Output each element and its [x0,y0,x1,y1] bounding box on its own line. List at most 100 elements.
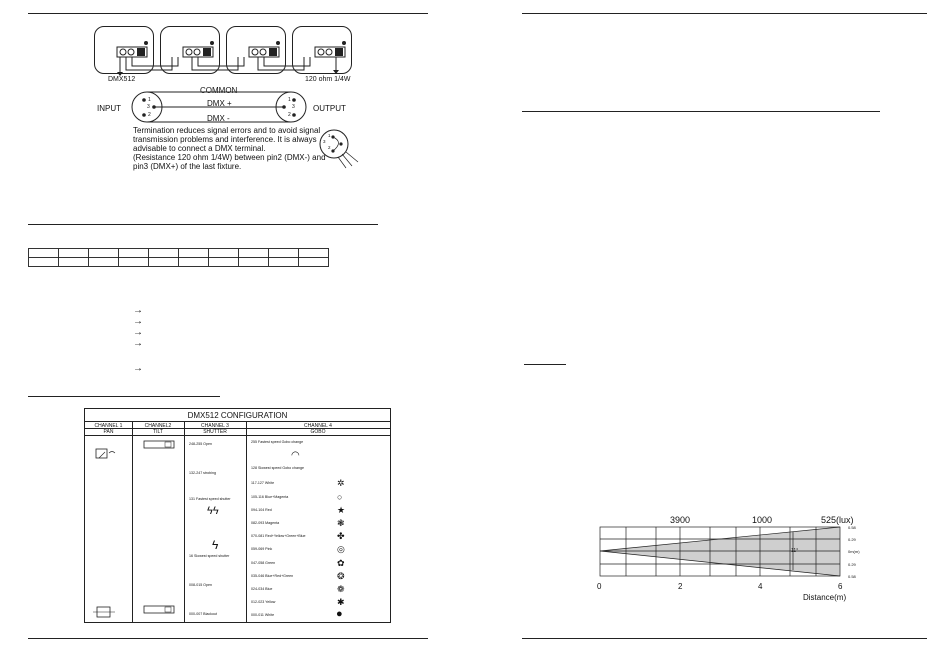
slow-strobe-icon: ϟ [212,538,219,552]
output-pin-2: 2 [288,112,291,118]
right-tick-5: 0.58 [848,574,856,579]
gobo-white: 117-127 White [251,481,275,485]
tilt-header: TILT [153,429,163,435]
termination-note: Termination reduces signal errors and to… [133,126,326,171]
right-section-rule [522,111,880,112]
x-tick-0: 0 [597,582,602,591]
shutter-header: SHUTTER [203,429,227,435]
gobo-blue: 024-034 Blue [251,587,273,591]
right-tick-2: 0.29 [848,537,856,542]
lux-label-2: 1000 [752,515,773,525]
common-label: COMMON [200,86,238,95]
beam-angle-label: 11° [791,548,799,554]
gobo-target-icon: ◎ [337,544,345,554]
output-pin-1: 1 [288,97,291,103]
column-divider [184,421,185,622]
right-tick-1: 0.58 [848,525,856,530]
right-tick-4: 0.29 [848,562,856,567]
right-tick-3: 0m(m) [848,549,860,554]
header-rule [85,428,390,429]
gobo-flower-icon: ❃ [337,518,345,528]
pan-header: PAN [103,429,114,435]
column-divider [246,421,247,622]
xlr-wiring-diagram [131,91,307,123]
beam-spread-diagram [599,526,841,577]
terminator-plug-icon [319,129,359,169]
x-tick-2: 2 [678,582,683,591]
input-pin-2: 2 [148,112,151,118]
arrow-icon: → [133,363,143,374]
shutter-fastest: 131 Fastest speed shutter [189,497,231,501]
gobo-petals-icon: ✿ [337,558,345,568]
output-label: OUTPUT [313,104,346,113]
right-bottom-rule [522,638,927,639]
term-pin-1: 1 [328,133,331,138]
x-tick-6: 6 [838,582,843,591]
dmx-configuration-table: DMX512 CONFIGURATION CHANNEL 1 CHANNEL2 … [84,408,391,623]
input-pin-3: 3 [147,104,150,110]
gobo-white-icon: ✲ [337,478,345,488]
pan-icon [95,448,116,459]
gobo-burst-icon: ✱ [337,597,345,607]
channel-2-header: CHANNEL2 [144,423,172,429]
dmx-plus-label: DMX + [207,99,232,108]
pan-icon-bottom [93,606,115,618]
lux-label-3: 525(lux) [821,515,854,525]
note-line-5: pin3 (DMX+) of the last fixture. [133,162,242,171]
distance-label: Distance(m) [803,593,847,602]
channel-table [28,248,329,267]
gobo-slowest-change: 128 Slowest speed Gobo change [251,466,304,470]
channel-3-header: CHANNEL 3 [201,423,229,429]
channel-4-header: CHANNEL 4 [304,423,332,429]
gobo-blue-magenta: 105-116 Blue+Magenta [251,495,289,499]
output-pin-3: 3 [292,104,295,110]
gobo-red: 094-104 Red [251,508,272,512]
rotation-icon: ◠ [291,450,300,461]
section-rule-2 [28,396,220,397]
terminator-label: 120 ohm 1/4W [305,76,351,83]
arrow-icon: → [133,338,143,349]
tilt-icon [143,440,175,449]
left-bottom-rule [28,638,428,639]
arrow-icon: → [133,327,143,338]
config-title: DMX512 CONFIGURATION [187,411,288,420]
lux-label-1: 3900 [670,515,691,525]
header-rule [85,435,390,436]
gobo-circle-icon: ○ [337,492,343,502]
gobo-blue-red-green: 035-046 Blue+Red+Green [251,574,294,578]
shutter-open-1: 248-255 Open [189,442,212,446]
shutter-slowest: 16 Slowest speed shutter [189,554,230,558]
input-label: INPUT [97,104,121,113]
dmx512-label: DMX512 [108,76,136,83]
dmx-minus-label: DMX - [207,114,230,123]
term-pin-3: 3 [323,139,326,144]
input-pin-1: 1 [148,97,151,103]
gobo-rygb: 070-081 Red+Yellow+Green+Blue [251,534,306,538]
arrow-icon: → [133,316,143,327]
left-top-rule [28,13,428,14]
note-line-4: (Resistance 120 ohm 1/4W) between pin2 (… [133,153,326,162]
shutter-open-2: 008-015 Open [189,583,212,587]
fast-strobe-icon: ϟϟ [207,505,219,517]
gobo-star-icon: ★ [337,505,346,515]
column-divider [132,421,133,622]
right-short-rule [524,364,566,365]
gobo-header: GOBO [310,429,326,435]
gobo-swirl-icon: ❂ [337,571,345,581]
gobo-dots-icon: ✤ [337,531,345,541]
gobo-green: 047-058 Green [251,561,276,565]
gobo-pink: 059-069 Pink [251,547,273,551]
gobo-white-open: 000-011 White [251,613,275,617]
header-rule [85,421,390,422]
gobo-magenta: 082-093 Magenta [251,521,280,525]
note-line-2: transmission problems and interference. … [133,135,317,144]
channel-1-header: CHANNEL 1 [94,423,123,429]
note-line-3: advisable to connect a DMX terminal. [133,144,266,153]
tilt-icon-bottom [143,605,175,614]
term-pin-2: 2 [328,145,331,150]
note-line-1: Termination reduces signal errors and to… [133,126,321,135]
arrow-icon: → [133,305,143,316]
gobo-rosette-icon: ❁ [337,584,345,594]
x-tick-4: 4 [758,582,763,591]
dmx-cable-lines [117,57,339,76]
